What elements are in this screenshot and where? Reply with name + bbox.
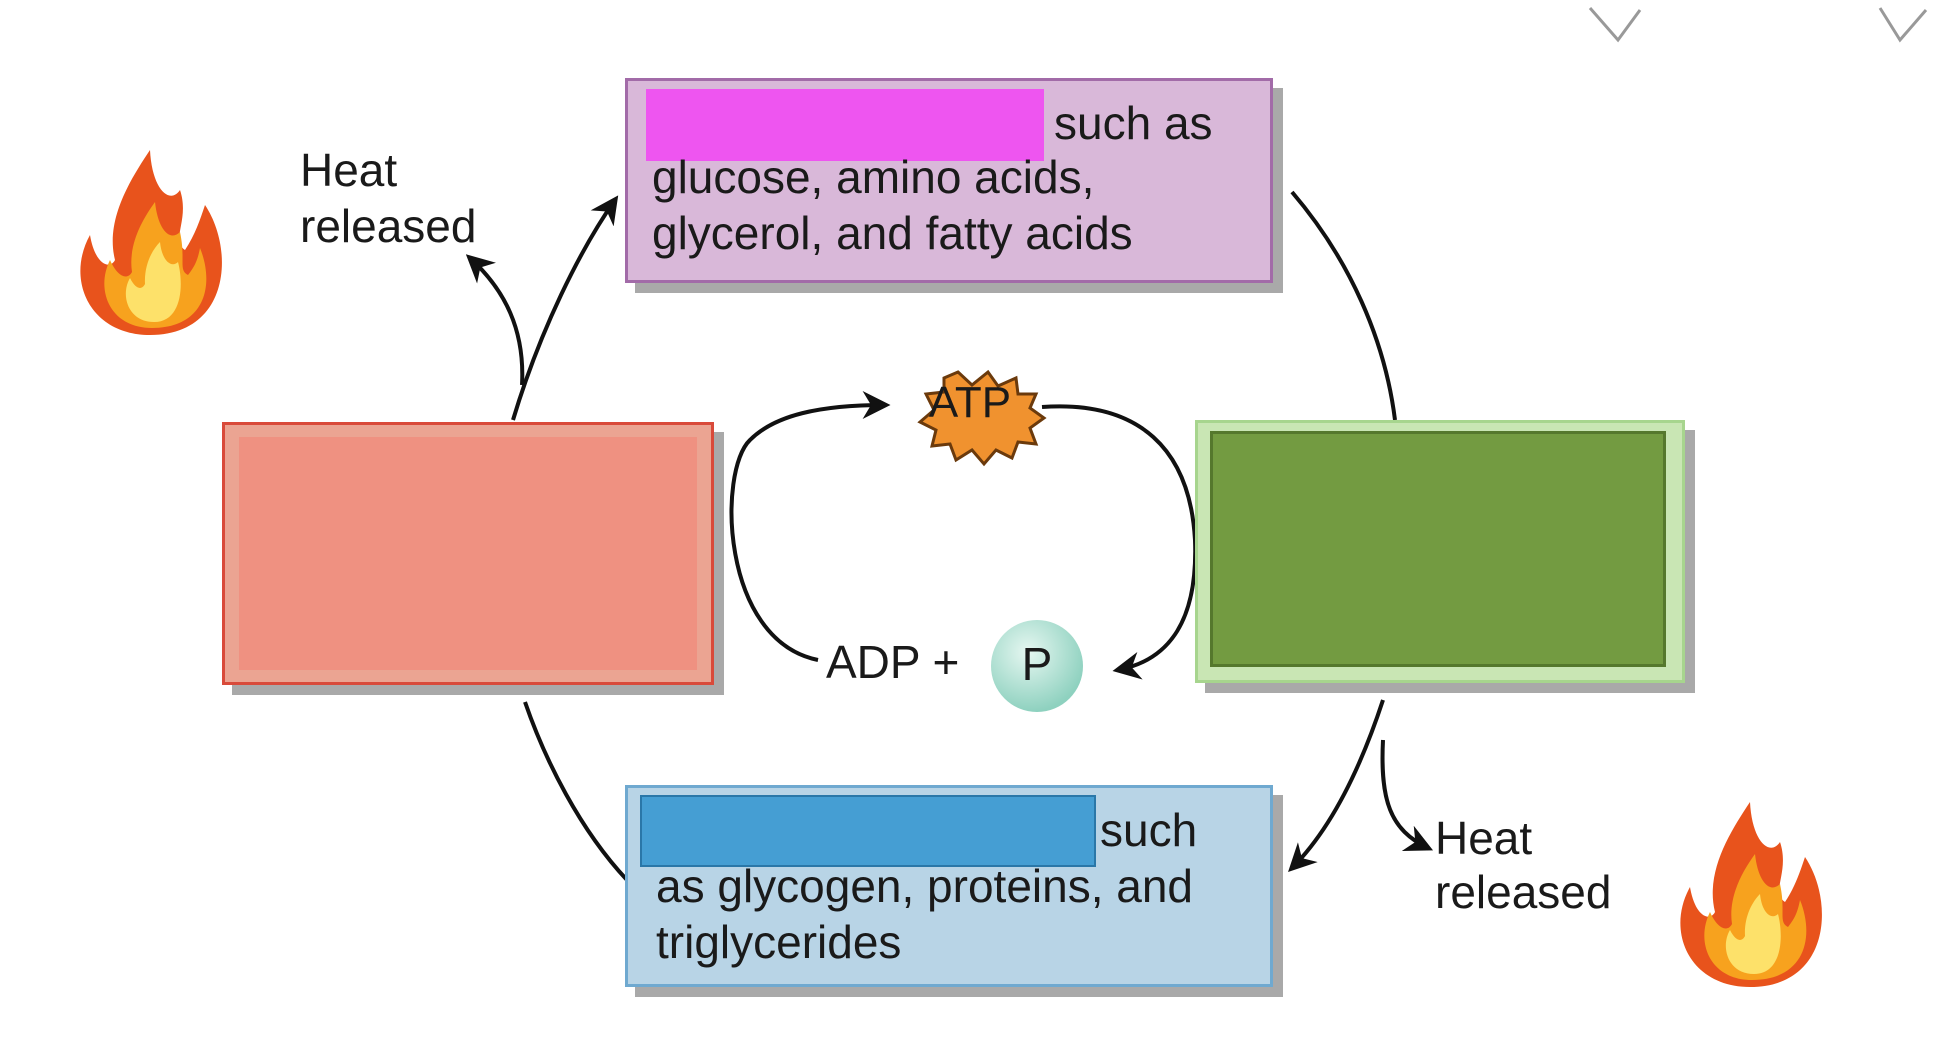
flame-icon — [80, 150, 222, 335]
top-box: such as glucose, amino acids, glycerol, … — [625, 78, 1273, 283]
connector-bottom-to-left — [523, 701, 629, 882]
top-box-suffix: such as — [1054, 97, 1213, 149]
arrow-icon — [1588, 7, 1642, 43]
top-blank — [646, 89, 1044, 161]
arrow-right-to-bottom — [1288, 699, 1385, 872]
arrow-heat-right — [1380, 739, 1434, 852]
arrow-heat-left — [465, 254, 525, 386]
bottom-box: such as glycogen, proteins, and triglyce… — [625, 785, 1273, 987]
left-box — [222, 422, 714, 685]
heat-right-line1: Heat — [1435, 812, 1533, 864]
left-box-inner — [239, 437, 697, 670]
atp-burst — [917, 369, 1047, 467]
right-box-inner — [1210, 431, 1666, 667]
phosphate-label: P — [1021, 638, 1053, 690]
connector-top-to-right — [1290, 190, 1397, 421]
heat-right-line2: released — [1435, 866, 1612, 918]
arrow-icon — [1878, 7, 1928, 43]
flame-icon — [1680, 802, 1822, 987]
heat-left-line2: released — [300, 200, 477, 252]
bottom-box-line2: as glycogen, proteins, and — [656, 860, 1194, 912]
right-box — [1195, 420, 1685, 683]
bottom-box-suffix: such — [1100, 804, 1198, 856]
heat-left-line1: Heat — [300, 144, 398, 196]
arrow-atp-to-p — [1041, 404, 1198, 680]
bottom-blank — [640, 795, 1096, 867]
arrow-left-to-top — [511, 195, 619, 421]
phosphate-circle — [991, 620, 1083, 712]
arrow-adp-to-atp — [729, 391, 891, 662]
bottom-box-line3: triglycerides — [656, 916, 902, 968]
atp-label: ATP — [928, 378, 1012, 427]
adp-label: ADP + — [826, 636, 960, 688]
top-box-line3: glycerol, and fatty acids — [652, 207, 1133, 259]
top-box-line2: glucose, amino acids, — [652, 151, 1095, 203]
